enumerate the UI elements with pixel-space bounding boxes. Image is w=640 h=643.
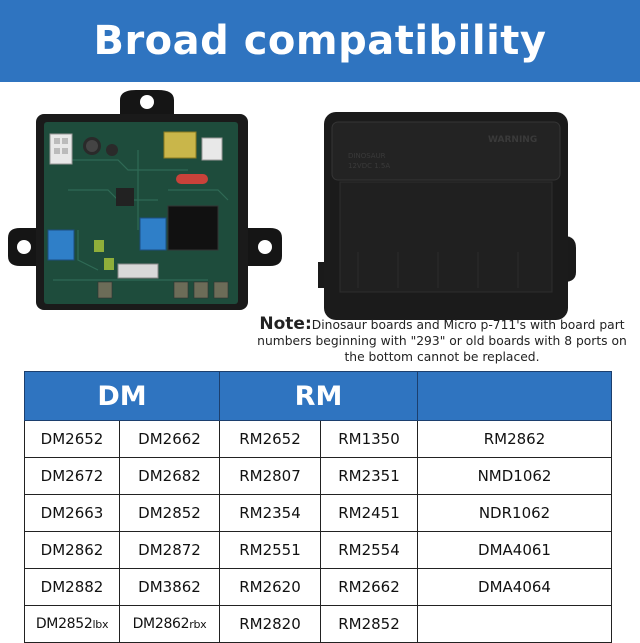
note-text: Note:Dinosaur boards and Micro p-711's w… <box>246 316 638 365</box>
table-cell: DM2862rbx <box>119 605 220 643</box>
table-cell: RM2820 <box>219 605 321 643</box>
table-cell: RM1350 <box>319 420 419 458</box>
table-cell: DM2663 <box>24 494 120 532</box>
table-cell: DM2852lbx <box>24 605 120 643</box>
compatibility-table: DM RM DM2652 DM2662 RM2652 RM1350 RM2862… <box>24 371 613 643</box>
table-cell: RM2807 <box>219 457 321 495</box>
rm-header: RM <box>218 371 419 421</box>
table-cell: NMD1062 <box>417 457 613 495</box>
control-box-image: WARNING DINOSAUR 12VDC 1.5A <box>318 112 580 324</box>
table-row: DM2652 DM2662 RM2652 RM1350 RM2862 <box>24 420 613 458</box>
dm-header: DM <box>24 371 220 421</box>
table-row: DM2852lbx DM2862rbx RM2820 RM2852 <box>24 605 613 643</box>
table-cell: DM2652 <box>24 420 120 458</box>
table-cell: RM2620 <box>219 568 321 606</box>
page-title: Broad compatibility <box>93 18 547 64</box>
table-cell: DM2872 <box>119 531 220 569</box>
model-name: DM2862 <box>132 616 190 632</box>
table-cell: DMA4064 <box>417 568 613 606</box>
table-cell: RM2354 <box>219 494 321 532</box>
box-label-line1: DINOSAUR <box>348 152 386 160</box>
model-suffix: rbx <box>189 618 207 631</box>
table-row: DM2663 DM2852 RM2354 RM2451 NDR1062 <box>24 494 613 532</box>
table-cell: DM2662 <box>119 420 220 458</box>
circuit-board-image <box>8 90 290 312</box>
table-cell: RM2554 <box>319 531 419 569</box>
note-body: Dinosaur boards and Micro p-711's with b… <box>257 318 627 364</box>
table-cell: RM2652 <box>219 420 321 458</box>
table-cell: RM2451 <box>319 494 419 532</box>
table-row: DM2672 DM2682 RM2807 RM2351 NMD1062 <box>24 457 613 495</box>
table-cell: RM2852 <box>319 605 419 643</box>
box-warning-label: WARNING <box>488 135 537 145</box>
table-cell <box>417 605 613 643</box>
table-cell: DM2882 <box>24 568 120 606</box>
title-banner: Broad compatibility <box>0 0 640 82</box>
table-cell: RM2351 <box>319 457 419 495</box>
table-cell: DM2682 <box>119 457 220 495</box>
table-cell: DM2672 <box>24 457 120 495</box>
table-cell: RM2862 <box>417 420 613 458</box>
note-label: Note: <box>259 314 312 334</box>
box-label-line2: 12VDC 1.5A <box>348 162 390 170</box>
table-row: DM2882 DM3862 RM2620 RM2662 DMA4064 <box>24 568 613 606</box>
table-cell: RM2551 <box>219 531 321 569</box>
model-suffix: lbx <box>92 618 109 631</box>
table-row: DM2862 DM2872 RM2551 RM2554 DMA4061 <box>24 531 613 569</box>
other-header <box>417 371 613 421</box>
table-cell: DM2852 <box>119 494 220 532</box>
table-cell: DM3862 <box>119 568 220 606</box>
model-name: DM2852 <box>35 616 93 632</box>
table-cell: DM2862 <box>24 531 120 569</box>
table-cell: RM2662 <box>319 568 419 606</box>
table-cell: DMA4061 <box>417 531 613 569</box>
table-cell: NDR1062 <box>417 494 613 532</box>
